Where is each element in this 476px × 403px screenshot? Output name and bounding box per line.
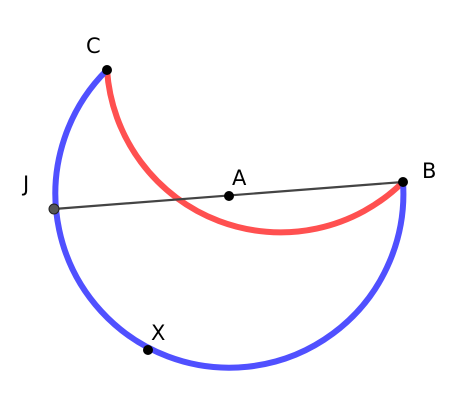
point-x[interactable] <box>143 345 153 355</box>
label-j: J <box>21 172 29 196</box>
label-x: X <box>151 321 165 345</box>
label-a: A <box>232 166 247 190</box>
point-b[interactable] <box>398 177 408 187</box>
arc-j-x-b <box>104 69 406 236</box>
label-c: C <box>86 34 101 58</box>
point-c[interactable] <box>102 65 112 75</box>
arc-c-j-x-b <box>52 67 407 371</box>
point-j[interactable] <box>48 203 60 215</box>
label-b: B <box>422 159 436 183</box>
point-a[interactable] <box>224 191 234 201</box>
